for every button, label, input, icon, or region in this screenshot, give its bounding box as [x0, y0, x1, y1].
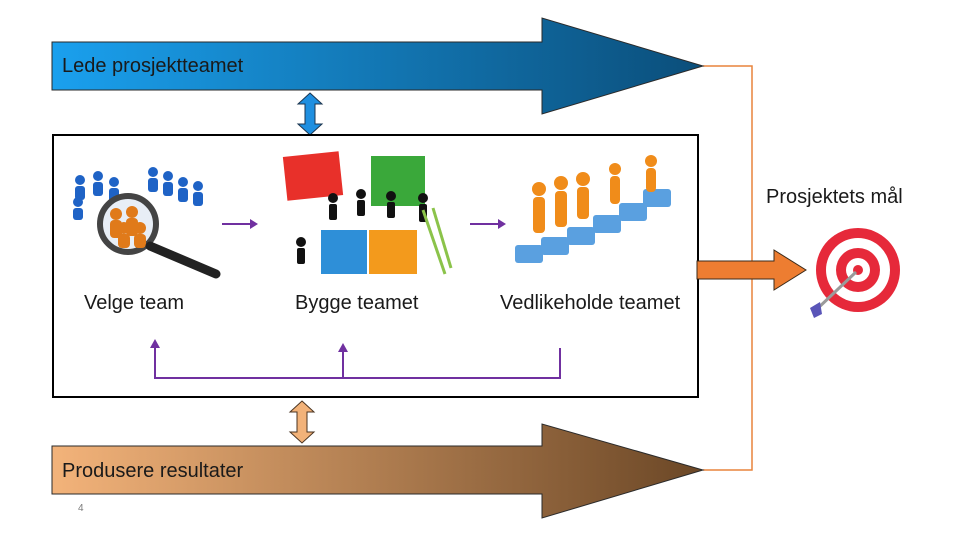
target-icon [810, 228, 900, 318]
stage-label-velge: Velge team [84, 292, 185, 314]
team-search-icon [73, 167, 221, 279]
goal-label: Prosjektets mål [766, 186, 903, 208]
puzzle-team-icon [282, 151, 453, 275]
page-number: 4 [78, 503, 84, 514]
bottom-arrow-label: Produsere resultater [62, 460, 244, 482]
stage-label-bygge: Bygge teamet [295, 292, 419, 314]
stage-label-vedlikeholde: Vedlikeholde teamet [500, 292, 681, 314]
bottom-double-arrow [288, 400, 316, 444]
stage-arrow-2 [470, 219, 506, 229]
top-arrow-label: Lede prosjektteamet [62, 55, 244, 77]
team-bridge-icon [515, 155, 671, 263]
stage-arrow-1 [222, 219, 258, 229]
